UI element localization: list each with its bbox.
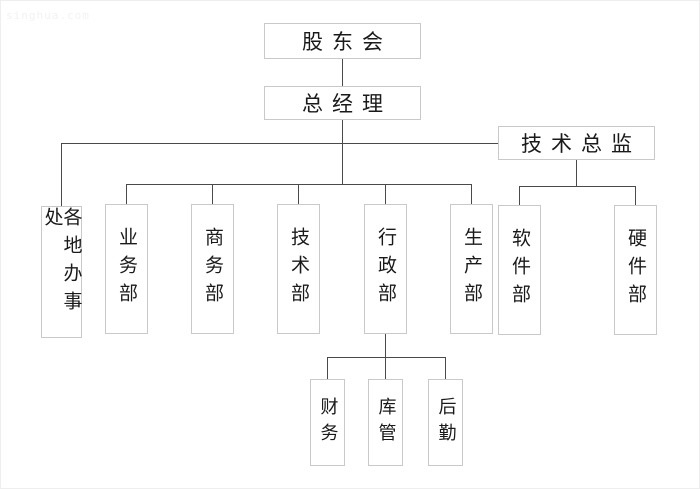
node-warehouse[interactable]: 库管 bbox=[368, 379, 403, 466]
node-technical-director-label: 技术总监 bbox=[521, 132, 641, 156]
node-general-manager[interactable]: 总经理 bbox=[264, 86, 421, 120]
node-finance-label: 财务 bbox=[317, 396, 339, 449]
node-shareholders-label: 股东会 bbox=[302, 30, 392, 54]
node-general-manager-label: 总经理 bbox=[302, 92, 392, 116]
node-business-dept[interactable]: 业务部 bbox=[105, 204, 148, 334]
edge-to-logistics bbox=[445, 357, 446, 379]
edge-shareholders-to-general-manager bbox=[342, 58, 343, 86]
edge-technical-director-stem bbox=[576, 160, 577, 186]
node-technical-director[interactable]: 技术总监 bbox=[498, 126, 655, 160]
edge-to-software-dept bbox=[519, 186, 520, 205]
node-business-dept-label: 业务部 bbox=[116, 227, 138, 311]
node-logistics-label: 后勤 bbox=[435, 396, 457, 449]
node-technology-dept-label: 技术部 bbox=[288, 227, 310, 311]
edge-to-business-dept bbox=[126, 184, 127, 204]
edge-to-finance bbox=[327, 357, 328, 379]
node-software-dept[interactable]: 软件部 bbox=[498, 205, 541, 335]
node-administration-dept[interactable]: 行政部 bbox=[364, 204, 407, 334]
node-production-dept-label: 生产部 bbox=[461, 227, 483, 311]
node-shareholders[interactable]: 股东会 bbox=[264, 23, 421, 59]
node-finance[interactable]: 财务 bbox=[310, 379, 345, 466]
edge-administration-stem bbox=[385, 334, 386, 357]
edge-to-local-offices bbox=[61, 143, 62, 206]
edge-main-bus bbox=[61, 143, 501, 144]
edge-to-warehouse bbox=[385, 357, 386, 379]
edge-to-hardware-dept bbox=[635, 186, 636, 205]
edge-to-production-dept bbox=[471, 184, 472, 204]
node-hardware-dept[interactable]: 硬件部 bbox=[614, 205, 657, 335]
node-local-offices[interactable]: 各地办事处 bbox=[41, 206, 83, 338]
node-technology-dept[interactable]: 技术部 bbox=[277, 204, 320, 334]
edge-technical-director-bar bbox=[519, 186, 635, 187]
node-warehouse-label: 库管 bbox=[375, 396, 397, 449]
node-commerce-dept-label: 商务部 bbox=[202, 227, 224, 311]
edge-administration-bar bbox=[327, 357, 445, 358]
node-production-dept[interactable]: 生产部 bbox=[450, 204, 493, 334]
edge-to-technology-dept bbox=[298, 184, 299, 204]
edge-to-commerce-dept bbox=[212, 184, 213, 204]
edge-general-manager-stem bbox=[342, 119, 343, 184]
node-hardware-dept-label: 硬件部 bbox=[625, 228, 647, 312]
node-software-dept-label: 软件部 bbox=[509, 228, 531, 312]
edge-to-administration-dept bbox=[385, 184, 386, 204]
watermark-text: singhua.com bbox=[6, 9, 90, 22]
node-local-offices-label: 各地办事处 bbox=[41, 207, 83, 319]
node-administration-dept-label: 行政部 bbox=[375, 227, 397, 311]
node-commerce-dept[interactable]: 商务部 bbox=[191, 204, 234, 334]
node-logistics[interactable]: 后勤 bbox=[428, 379, 463, 466]
